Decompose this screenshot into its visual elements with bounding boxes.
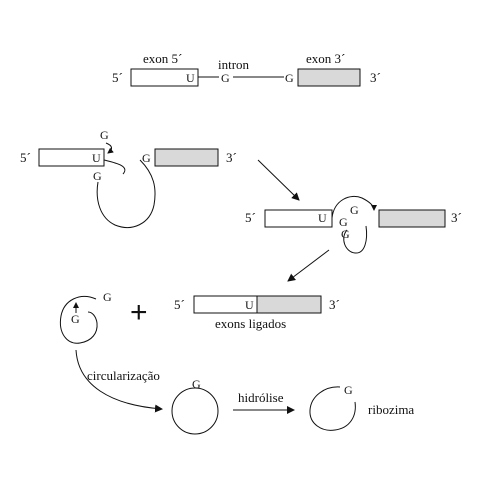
guanine-mid-label: G — [339, 215, 348, 229]
guanine-loop-label: G — [93, 169, 102, 183]
step1-pre-rna: exon 5´ intron exon 3´ 5´ U G G 3´ — [112, 51, 381, 87]
circle-guanosine-label: G — [192, 377, 201, 391]
step3-exon-release: 5´ U G G G 3´ — [245, 195, 462, 254]
step5-circularization: circularização G hidrólise G ribozima — [75, 349, 414, 435]
uracil-label: U — [92, 151, 101, 165]
transition-arrow-2 — [287, 249, 330, 282]
five-prime-end: 5´ — [245, 210, 256, 225]
guanine-low-label: G — [341, 227, 350, 241]
exon3-label: exon 3´ — [306, 51, 345, 66]
three-prime-end: 3´ — [370, 70, 381, 85]
uracil-label: U — [245, 298, 254, 312]
exon3-ligated-box — [256, 295, 322, 314]
three-prime-end: 3´ — [226, 150, 237, 165]
ribozyme-shape — [309, 386, 356, 431]
hydrolysis-label: hidrólise — [238, 390, 284, 405]
circularization-arrow — [75, 349, 163, 413]
exon5-box — [264, 209, 333, 228]
exon3-box — [297, 68, 361, 87]
ribozyme-label: ribozima — [368, 402, 414, 417]
five-prime-end: 5´ — [174, 297, 185, 312]
ligation-arrow — [331, 195, 377, 219]
intron-hook — [103, 159, 126, 175]
ribozyme-guanosine-label: G — [344, 383, 353, 397]
guanine-left-label: G — [221, 71, 230, 85]
circular-intron — [171, 387, 219, 435]
ligated-exons-label: exons ligados — [215, 316, 286, 331]
five-prime-end: 5´ — [20, 150, 31, 165]
exon5-label: exon 5´ — [143, 51, 182, 66]
intron-label: intron — [218, 57, 250, 72]
three-prime-end: 3´ — [451, 210, 462, 225]
exon5-box — [38, 148, 105, 167]
guanine-right-label: G — [285, 71, 294, 85]
guanine-right-label: G — [142, 151, 151, 165]
step2-guanosine-attack: 5´ U G G G 3´ — [20, 128, 237, 228]
exon3-box — [154, 148, 219, 167]
three-prime-end: 3´ — [329, 297, 340, 312]
guanosine-top-label: G — [100, 128, 109, 142]
guanosine-inner-label: G — [71, 312, 80, 326]
uracil-label: U — [186, 71, 195, 85]
intron-loop — [96, 159, 156, 228]
exon3-box — [378, 209, 446, 228]
uracil-label: U — [318, 211, 327, 225]
step4-products: G G + 5´ U 3´ exons ligados — [59, 290, 340, 344]
transition-arrow-1 — [257, 159, 300, 201]
guanosine-top-label: G — [103, 290, 112, 304]
plus-sign: + — [130, 296, 148, 329]
attack-arrow — [105, 142, 114, 154]
five-prime-end: 5´ — [112, 70, 123, 85]
circularization-label: circularização — [87, 368, 160, 383]
excised-intron-loop — [59, 295, 98, 344]
intron-loop — [343, 225, 368, 254]
guanine-top-label: G — [350, 203, 359, 217]
